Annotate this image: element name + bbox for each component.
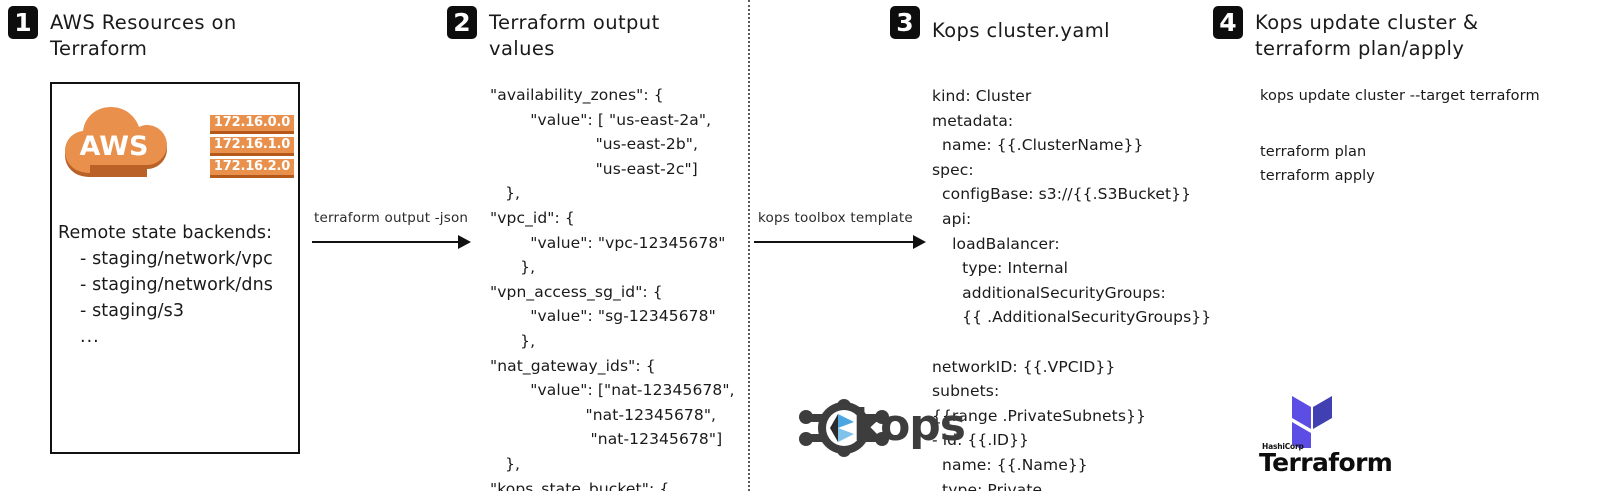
step-badge-4: 4 <box>1213 6 1243 39</box>
arrow-head-icon <box>458 235 471 249</box>
aws-resources-panel: AWS 172.16.0.0 172.16.1.0 172.16.2.0 Rem… <box>50 82 300 454</box>
backends-heading: Remote state backends: <box>58 223 273 243</box>
step-title-1: AWS Resources on Terraform <box>50 11 237 60</box>
arrow-line <box>754 241 914 243</box>
step-badge-2: 2 <box>447 6 477 39</box>
list-item: - staging/network/dns <box>80 275 274 295</box>
arrow-line <box>312 241 460 243</box>
step-badge-1: 1 <box>8 6 38 39</box>
terraform-logo-icon <box>1268 384 1338 455</box>
step-title-3: Kops cluster.yaml <box>932 19 1110 42</box>
arrow-label: terraform output -json <box>314 210 469 226</box>
list-ellipsis: ... <box>80 327 100 347</box>
section-divider <box>748 0 750 491</box>
kops-update-command: kops update cluster --target terraform <box>1260 88 1540 104</box>
kops-logo-icon <box>788 392 948 464</box>
ip-badge: 172.16.1.0 <box>210 137 294 156</box>
step-title-4: Kops update cluster & terraform plan/app… <box>1255 11 1479 60</box>
aws-cloud-icon: AWS <box>62 107 172 182</box>
kops-wordmark: kops <box>853 400 966 451</box>
hashicorp-label: HashiCorp <box>1262 442 1304 451</box>
ip-badge: 172.16.2.0 <box>210 159 294 178</box>
aws-cloud-label: AWS <box>80 131 149 162</box>
step-title-2: Terraform output values <box>489 11 660 60</box>
step-badge-3: 3 <box>890 6 920 39</box>
arrow-label: kops toolbox template <box>758 210 913 226</box>
terraform-wordmark: Terraform <box>1259 448 1393 477</box>
terraform-commands: terraform plan terraform apply <box>1260 144 1375 184</box>
remote-state-backends-list: Remote state backends: - staging/network… <box>58 220 298 350</box>
kops-cluster-yaml-code: kind: Cluster metadata: name: {{.Cluster… <box>932 87 1212 491</box>
terraform-output-code: "availability_zones": { "value": [ "us-e… <box>490 86 735 491</box>
list-item: - staging/network/vpc <box>80 249 273 269</box>
list-item: - staging/s3 <box>80 301 185 321</box>
ip-badge: 172.16.0.0 <box>210 115 294 134</box>
ip-badge-group: 172.16.0.0 172.16.1.0 172.16.2.0 <box>210 115 294 181</box>
arrow-head-icon <box>913 235 926 249</box>
